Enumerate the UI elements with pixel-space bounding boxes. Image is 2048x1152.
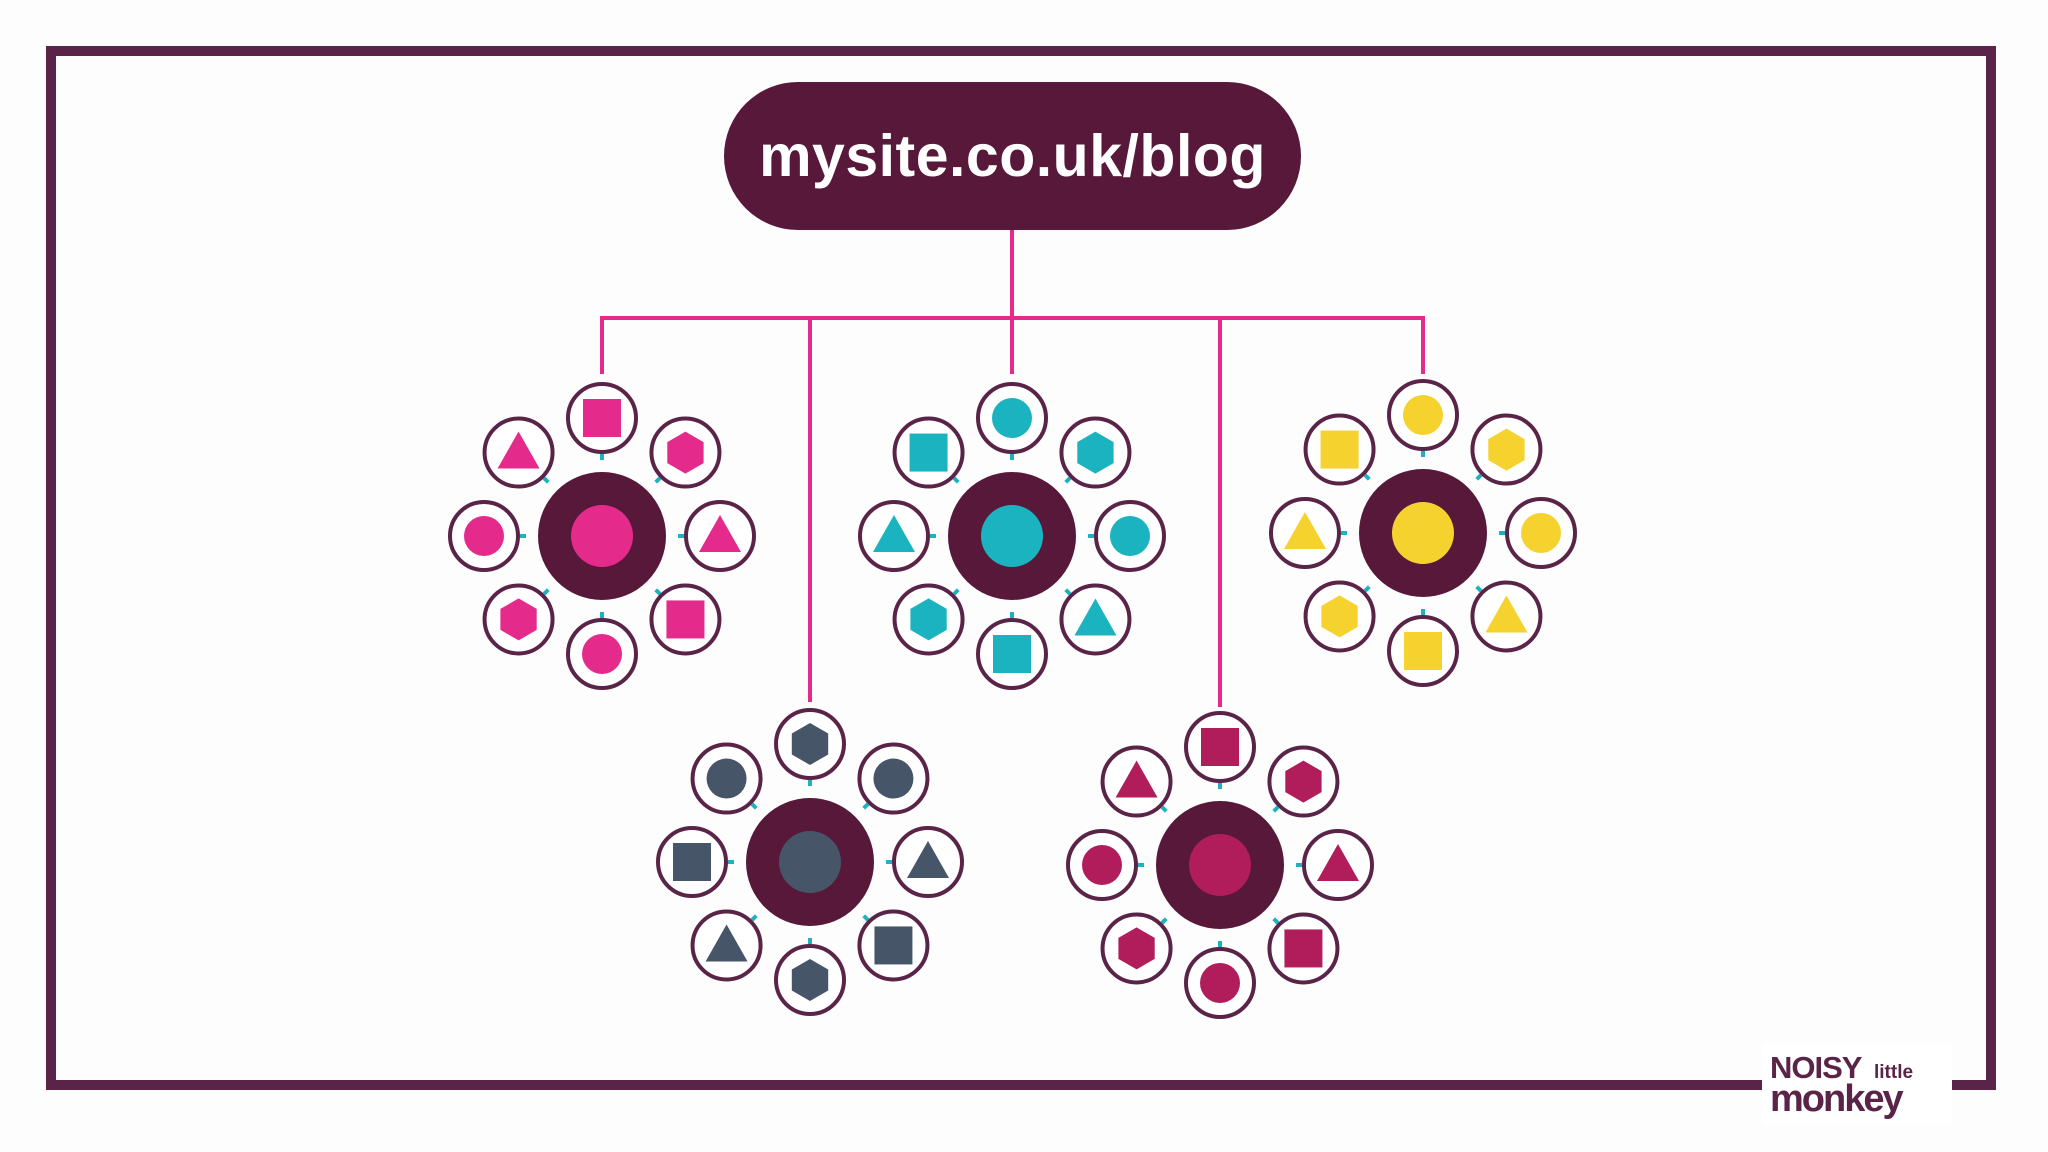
hexagon-shape-icon — [1321, 595, 1358, 638]
spoke-line — [542, 476, 550, 484]
circle-shape-icon — [1082, 845, 1122, 885]
hexagon-shape-icon — [1118, 927, 1155, 970]
circle-shape-icon — [1403, 395, 1443, 435]
hexagon-shape-icon — [910, 598, 947, 641]
spoke-line — [1160, 805, 1168, 813]
spoke-line — [1363, 473, 1371, 481]
hexagon-shape-icon — [791, 723, 829, 765]
spoke-line — [1272, 805, 1280, 813]
spoke-line — [1064, 588, 1072, 596]
root-url-pill: mysite.co.uk/blog — [724, 82, 1301, 230]
spoke-line — [1160, 917, 1168, 925]
spoke-line — [862, 914, 870, 922]
hexagon-shape-icon — [667, 431, 704, 474]
triangle-shape-icon — [1284, 512, 1326, 549]
spoke-line — [750, 914, 758, 922]
circle-shape-icon — [873, 758, 914, 799]
crimson-cluster — [1066, 711, 1374, 1019]
yellow-cluster — [1269, 379, 1577, 687]
hexagon-shape-icon — [1077, 431, 1114, 474]
logo-noisy-text: NOISY — [1770, 1050, 1862, 1085]
pink-cluster — [448, 382, 756, 690]
spoke-line — [1363, 585, 1371, 593]
circle-shape-icon — [582, 634, 622, 674]
hexagon-shape-icon — [500, 598, 537, 641]
square-shape-icon — [1284, 929, 1323, 968]
hub-core-circle — [571, 505, 633, 567]
triangle-shape-icon — [873, 515, 915, 552]
teal-cluster — [858, 382, 1166, 690]
spoke-line — [654, 476, 662, 484]
spoke-line — [1272, 917, 1280, 925]
square-shape-icon — [1320, 430, 1359, 469]
circle-shape-icon — [1521, 513, 1561, 553]
triangle-shape-icon — [705, 924, 748, 962]
spoke-line — [1475, 473, 1483, 481]
topic-clusters — [448, 379, 1577, 1019]
triangle-shape-icon — [907, 841, 949, 878]
square-shape-icon — [583, 399, 621, 437]
square-shape-icon — [1201, 728, 1239, 766]
hexagon-shape-icon — [1285, 760, 1322, 803]
square-shape-icon — [1404, 632, 1442, 670]
hub-core-circle — [1392, 502, 1454, 564]
triangle-shape-icon — [1074, 598, 1117, 636]
outer-frame — [46, 46, 1996, 1090]
square-shape-icon — [673, 843, 711, 881]
hexagon-shape-icon — [791, 959, 829, 1001]
spoke-line — [952, 476, 960, 484]
circle-shape-icon — [1110, 516, 1150, 556]
logo-monkey-text: monkey — [1770, 1078, 1904, 1120]
triangle-shape-icon — [1317, 844, 1359, 881]
logo-little-text: little — [1874, 1062, 1914, 1083]
square-shape-icon — [993, 635, 1031, 673]
hub-core-circle — [981, 505, 1043, 567]
circle-shape-icon — [464, 516, 504, 556]
root-url-label: mysite.co.uk/blog — [759, 123, 1266, 189]
spoke-line — [654, 588, 662, 596]
square-shape-icon — [874, 926, 913, 965]
hexagon-shape-icon — [1488, 428, 1525, 471]
triangle-shape-icon — [1485, 595, 1528, 633]
square-shape-icon — [666, 600, 705, 639]
hub-core-circle — [1189, 834, 1251, 896]
spoke-line — [1064, 476, 1072, 484]
square-shape-icon — [909, 433, 948, 472]
hub-core-circle — [779, 831, 841, 893]
noisy-little-monkey-logo: NOISY little monkey — [1762, 1044, 1952, 1124]
spoke-line — [750, 802, 758, 810]
triangle-shape-icon — [699, 515, 741, 552]
connector-lines — [600, 228, 1425, 707]
spoke-line — [862, 802, 870, 810]
circle-shape-icon — [1200, 963, 1240, 1003]
triangle-shape-icon — [497, 431, 540, 469]
spoke-line — [542, 588, 550, 596]
circle-shape-icon — [706, 758, 747, 799]
spoke-line — [952, 588, 960, 596]
triangle-shape-icon — [1115, 760, 1158, 798]
slate-cluster — [656, 708, 964, 1016]
spoke-line — [1475, 585, 1483, 593]
circle-shape-icon — [992, 398, 1032, 438]
